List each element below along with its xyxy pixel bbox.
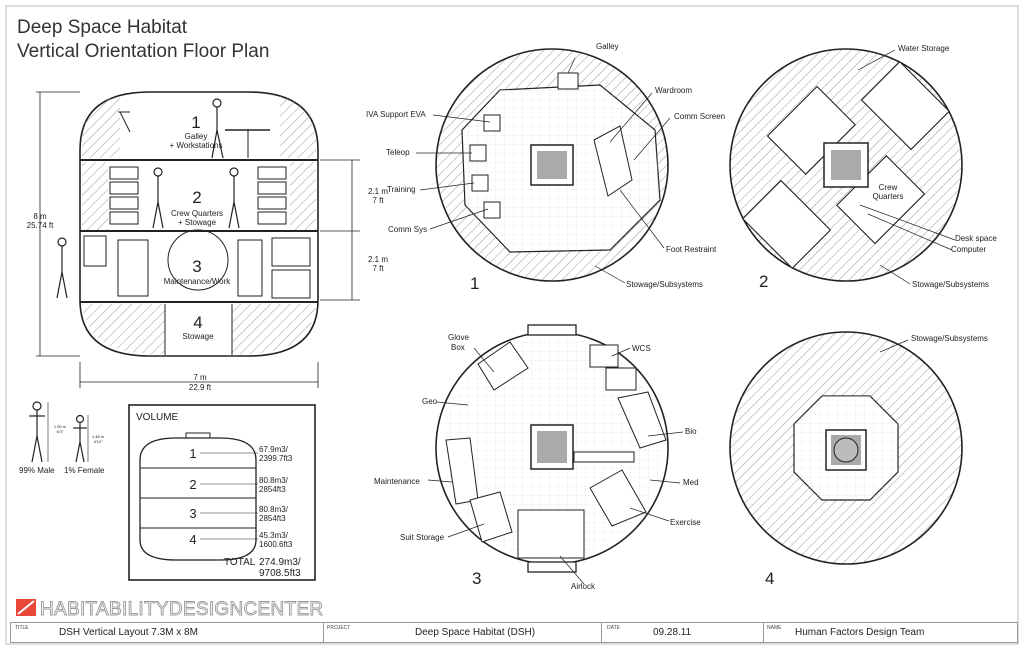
p3-suit-storage: Suit Storage	[400, 533, 445, 542]
tb-title-label: TITLE	[15, 625, 29, 631]
level-2-number: 2	[192, 188, 201, 207]
male-height-m: 1.90 m	[54, 424, 67, 429]
plan-level-2	[729, 48, 963, 285]
volume-row-1-m3: 67.9m3/	[259, 445, 289, 454]
level-4-number: 4	[193, 313, 202, 332]
p3-maintenance: Maintenance	[374, 477, 420, 486]
level2-height-m: 2.1 m	[368, 187, 388, 196]
volume-row-1-num: 1	[189, 446, 196, 461]
volume-row-1-ft3: 2399.7ft3	[259, 454, 293, 463]
male-height-ft: 6'4"	[57, 429, 64, 434]
plan-4-number: 4	[765, 569, 774, 588]
scale-figures	[29, 401, 89, 463]
height-m-label: 8 m	[33, 212, 47, 221]
level-1-label: Galley	[185, 132, 208, 141]
logo-text: HABITABILITYDESIGNCENTER	[40, 599, 323, 620]
tb-project-label: PROJECT	[327, 625, 351, 631]
page-title-line2: Vertical Orientation Floor Plan	[17, 41, 270, 62]
p2-desk-space: Desk space	[955, 234, 997, 243]
sheet-border	[5, 5, 1019, 645]
level-1-number: 1	[191, 113, 200, 132]
volume-total-ft3: 9708.5ft3	[259, 568, 301, 579]
p2-crew: Crew	[879, 183, 898, 192]
p3-wcs: WCS	[632, 344, 651, 353]
p1-iva-support: IVA Support EVA	[366, 110, 426, 119]
p1-comm-sys: Comm Sys	[388, 225, 427, 234]
volume-row-2-m3: 80.8m3/	[259, 476, 289, 485]
p2-quarters: Quarters	[872, 192, 903, 201]
volume-total-label: TOTAL	[224, 557, 256, 568]
p3-bio: Bio	[685, 427, 697, 436]
level-2-sublabel: + Stowage	[178, 218, 217, 227]
level2-height-ft: 7 ft	[372, 196, 384, 205]
hdc-logo	[16, 599, 36, 616]
title-block: TITLE DSH Vertical Layout 7.3M x 8M PROJ…	[10, 622, 1018, 643]
plan-2-number: 2	[759, 272, 768, 291]
volume-row-2-ft3: 2854ft3	[259, 485, 286, 494]
p3-airlock: Airlock	[571, 582, 596, 591]
p1-comm-screen: Comm Screen	[674, 112, 725, 121]
level-3-label: Maintenance/Work	[164, 277, 232, 286]
width-ft-label: 22.9 ft	[189, 383, 212, 392]
volume-row-3-m3: 80.8m3/	[259, 505, 289, 514]
tb-title-value: DSH Vertical Layout 7.3M x 8M	[59, 627, 198, 638]
female-height-ft: 4'10"	[94, 439, 103, 444]
volume-total-m3: 274.9m3/	[259, 557, 301, 568]
p2-water-storage: Water Storage	[898, 44, 950, 53]
level-1-sublabel: + Workstations	[170, 141, 223, 150]
level3-height-m: 2.1 m	[368, 255, 388, 264]
plan-level-1	[416, 48, 671, 284]
level-2-label: Crew Quarters	[171, 209, 223, 218]
volume-row-3-ft3: 2854ft3	[259, 514, 286, 523]
crew-figures	[56, 98, 240, 299]
volume-row-4-ft3: 1600.6ft3	[259, 540, 293, 549]
p1-teleop: Teleop	[386, 148, 410, 157]
height-ft-label: 25.74 ft	[27, 221, 54, 230]
plan-level-3	[427, 324, 684, 585]
width-m-label: 7 m	[193, 373, 207, 382]
tb-project-value: Deep Space Habitat (DSH)	[415, 627, 536, 638]
habitat-section	[36, 91, 360, 388]
p3-box: Box	[451, 343, 465, 352]
level-3-number: 3	[192, 257, 201, 276]
plan-1-number: 1	[470, 274, 479, 293]
level3-height-ft: 7 ft	[372, 264, 384, 273]
volume-title: VOLUME	[136, 412, 179, 423]
male-label: 99% Male	[19, 466, 55, 475]
plan-3-number: 3	[472, 569, 481, 588]
p1-galley: Galley	[596, 42, 619, 51]
p1-training: Training	[387, 185, 416, 194]
p3-med: Med	[683, 478, 699, 487]
volume-row-2-num: 2	[189, 477, 196, 492]
female-label: 1% Female	[64, 466, 105, 475]
tb-name-value: Human Factors Design Team	[795, 627, 925, 638]
volume-row-4-num: 4	[189, 532, 196, 547]
volume-row-4-m3: 45.3m3/	[259, 531, 289, 540]
volume-box	[128, 404, 316, 581]
female-height-m: 1.48 m	[92, 434, 105, 439]
tb-name-label: NAME	[767, 625, 782, 631]
p2-computer: Computer	[951, 245, 986, 254]
tb-date-value: 09.28.11	[653, 627, 692, 638]
p3-glove: Glove	[448, 333, 469, 342]
p1-wardroom: Wardroom	[655, 86, 692, 95]
p3-exercise: Exercise	[670, 518, 701, 527]
tb-date-label: DATE	[607, 625, 620, 631]
p1-stowage: Stowage/Subsystems	[626, 280, 703, 289]
level-4-label: Stowage	[182, 332, 214, 341]
plan-level-4	[729, 331, 963, 565]
p4-stowage: Stowage/Subsystems	[911, 334, 988, 343]
p3-geo: Geo	[422, 397, 438, 406]
p2-stowage: Stowage/Subsystems	[912, 280, 989, 289]
p1-foot-restraint: Foot Restraint	[666, 245, 717, 254]
page-title-line1: Deep Space Habitat	[17, 17, 188, 38]
volume-row-3-num: 3	[189, 506, 196, 521]
